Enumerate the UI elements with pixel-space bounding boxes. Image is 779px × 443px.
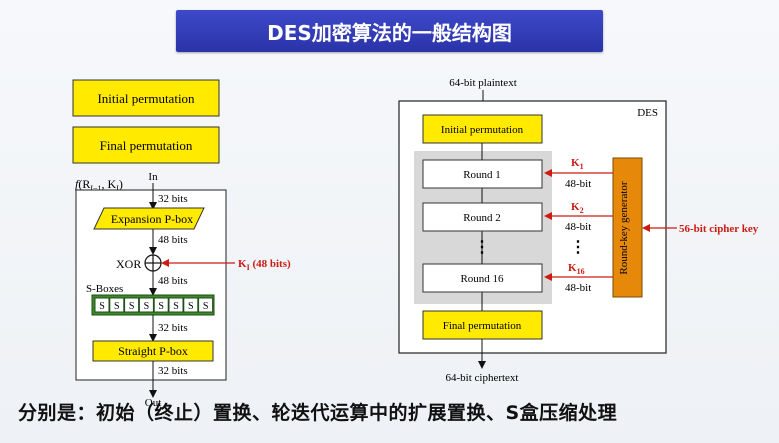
k2-bits: 48-bit (565, 221, 591, 233)
sbox-cell (153, 297, 169, 313)
sbox-cell (124, 297, 140, 313)
straight-pbox-label: Straight P-box (118, 344, 188, 358)
round-2-box (422, 202, 543, 232)
in-label: In (148, 171, 158, 183)
round-1-label: Round 1 (463, 169, 501, 181)
out-label: Out (145, 397, 162, 409)
round-16-label: Round 16 (460, 273, 504, 285)
sbox-cell-label: S (144, 301, 150, 312)
cipher-key-label: 56-bit cipher key (679, 223, 759, 235)
bits-48-b: 48 bits (158, 275, 188, 287)
k1-label: K1 (571, 157, 584, 171)
sbox-cell (168, 297, 184, 313)
left-final-permutation-label: Final permutation (100, 138, 193, 153)
xor-label: XOR (116, 257, 141, 271)
sbox-cell (183, 297, 199, 313)
sbox-cell-label: S (203, 301, 209, 312)
ciphertext-label: 64-bit ciphertext (445, 372, 518, 384)
round-2-label: Round 2 (463, 212, 501, 224)
key-generator-label: Round-key generator (618, 181, 630, 274)
sbox-cell (109, 297, 125, 313)
right-diagram: 64-bit plaintext DES Initial permutation… (398, 77, 759, 384)
sbox-cell-label: S (129, 301, 135, 312)
title-banner: DES加密算法的一般结构图 (176, 10, 603, 52)
page-title: DES加密算法的一般结构图 (267, 20, 512, 45)
sbox-cell (94, 297, 110, 313)
function-label: f(RI−1, KI) (75, 177, 123, 193)
expansion-pbox (93, 207, 205, 230)
expansion-pbox-label: Expansion P-box (111, 212, 193, 226)
round-1-box (422, 159, 543, 189)
k2-label: K2 (571, 201, 584, 215)
des-label: DES (637, 107, 658, 119)
plaintext-label: 64-bit plaintext (449, 77, 517, 89)
sbox-cell-label: S (114, 301, 120, 312)
bits-32-b: 32 bits (158, 322, 188, 334)
sboxes-label: S-Boxes (86, 283, 123, 295)
right-initial-permutation-label: Initial permutation (441, 124, 524, 136)
sbox-cell-label: S (188, 301, 194, 312)
bits-32-c: 32 bits (158, 365, 188, 377)
rounds-ellipsis: ⋮ (474, 239, 490, 256)
sbox-cell (138, 297, 154, 313)
sbox-cell (198, 297, 214, 313)
key-label: KI (48 bits) (238, 258, 291, 272)
left-final-permutation-box (72, 126, 220, 164)
keys-ellipsis: ⋮ (570, 239, 586, 256)
right-initial-permutation-box (422, 114, 543, 144)
sbox-cell-label: S (99, 301, 105, 312)
bits-32-a: 32 bits (158, 193, 188, 205)
left-diagram: Initial permutation Final permutation f(… (72, 79, 291, 409)
k16-bits: 48-bit (565, 282, 591, 294)
sbox-cell-label: S (158, 301, 164, 312)
caption: 分别是：初始（终止）置换、轮迭代运算中的扩展置换、S盒压缩处理 (18, 402, 618, 424)
sbox-cell-label: S (173, 301, 179, 312)
round-16-box (422, 263, 543, 293)
right-final-permutation-label: Final permutation (443, 320, 522, 332)
right-final-permutation-box (422, 310, 543, 340)
left-initial-permutation-label: Initial permutation (97, 91, 195, 106)
left-initial-permutation-box (72, 79, 220, 117)
k16-label: K16 (568, 262, 585, 276)
k1-bits: 48-bit (565, 178, 591, 190)
bits-48-a: 48 bits (158, 234, 188, 246)
